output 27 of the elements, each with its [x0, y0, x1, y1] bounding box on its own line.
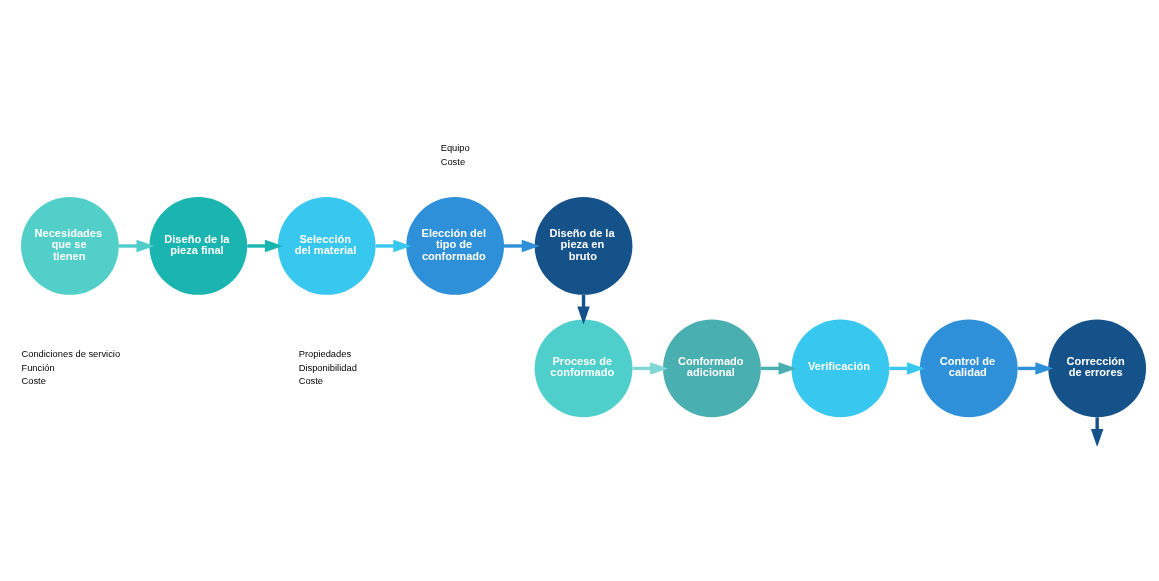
arrow	[118, 239, 155, 253]
arrow	[1017, 362, 1054, 375]
node-label: Equipo	[440, 142, 470, 153]
node-circle: Proceso de conformado	[534, 319, 633, 418]
arrow	[760, 362, 797, 375]
node-label: Coste	[440, 156, 466, 167]
node-circle: Verificación	[791, 319, 890, 418]
node-circle: Corrección de errores	[1048, 319, 1147, 418]
node-label: Propiedades	[298, 349, 352, 360]
node-label: Función	[21, 362, 55, 373]
arrow	[247, 239, 283, 253]
arrow	[504, 239, 540, 253]
node-label: Coste	[21, 376, 46, 387]
node-circle: Conformado adicional	[663, 319, 761, 418]
arrow	[889, 362, 925, 375]
node-circle: Selección del material	[277, 197, 376, 295]
node-circle: Control de calidad	[919, 319, 1018, 418]
node-circle: Necesidades que se tienen	[21, 197, 119, 295]
arrow	[1090, 417, 1104, 446]
node-label: Condiciones de servicio	[21, 349, 121, 360]
node-circle: Elección del tipo de conformado	[406, 197, 505, 295]
node-circle: Diseño de la pieza final	[149, 197, 248, 295]
node-label: Coste	[298, 376, 324, 387]
arrow	[375, 239, 412, 253]
node-circle: Diseño de la pieza en bruto	[534, 197, 633, 295]
node-label: Disponibilidad	[298, 362, 357, 373]
arrow	[632, 362, 669, 375]
